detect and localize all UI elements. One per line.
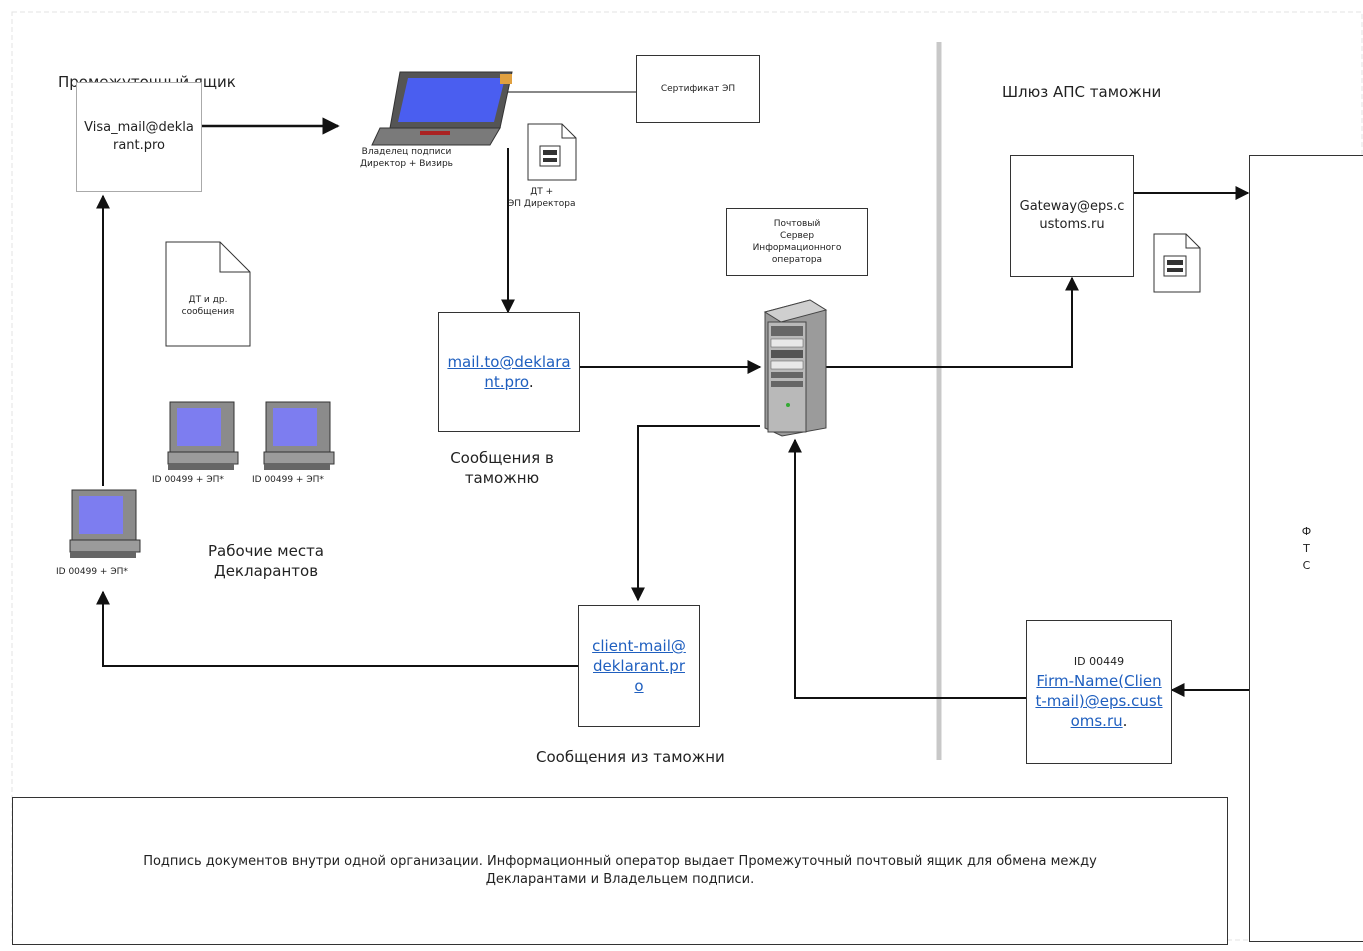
fts-box[interactable]: Ф Т С xyxy=(1249,155,1363,942)
certificate-text: Сертификат ЭП xyxy=(660,84,736,94)
visa-mail-text: Visa_mail@deklarant.pro xyxy=(84,120,194,153)
laptop-icon xyxy=(371,71,513,146)
gateway-box[interactable]: Gateway@eps.customs.ru xyxy=(1010,155,1134,277)
document-icon xyxy=(1153,233,1201,293)
arrow-server-to-gateway xyxy=(820,276,1079,368)
workstation-2-label: ID 00499 + ЭП* xyxy=(252,475,324,485)
workstation-3-label: ID 00499 + ЭП* xyxy=(56,567,128,577)
arrow-client-to-workstation xyxy=(96,590,578,667)
firm-id: ID 00449 xyxy=(1073,655,1125,668)
firm-link[interactable]: Firm-Name(Client-mail)@eps.customs.ru xyxy=(1035,672,1163,730)
footer-note-box: Подпись документов внутри одной организа… xyxy=(12,797,1228,945)
client-mail-link[interactable]: client-mail@deklarant.pro xyxy=(592,637,686,695)
mailto-link[interactable]: mail.to@deklarant.pro xyxy=(447,353,571,391)
firm-dot: . xyxy=(1122,712,1128,730)
messages-from-customs-label: Сообщения из таможни xyxy=(536,748,725,766)
mail-server-box[interactable]: Почтовый Сервер Информационного оператор… xyxy=(726,208,868,276)
desktop-computer-icon xyxy=(167,401,239,470)
mailto-box[interactable]: mail.to@deklarant.pro. xyxy=(438,312,580,432)
workplaces-label: Рабочие места Декларантов xyxy=(208,542,324,580)
certificate-box[interactable]: Сертификат ЭП xyxy=(636,55,760,123)
firm-text: Firm-Name(Client-mail)@eps.customs.ru. xyxy=(1034,671,1164,731)
server-icon xyxy=(763,299,828,437)
laptop-owner-label: Владелец подписи Директор + Визирь xyxy=(360,147,453,169)
footer-note-text: Подпись документов внутри одной организа… xyxy=(143,854,1097,887)
mailto-text: mail.to@deklarant.pro. xyxy=(446,352,572,392)
desktop-computer-icon xyxy=(69,489,141,558)
arrow-firm-to-server xyxy=(788,438,1026,699)
doc-dt-ep-label: ДТ + ЭП Директора xyxy=(508,187,576,209)
messages-to-customs-label: Сообщения в таможню xyxy=(450,449,554,487)
gateway-title: Шлюз АПС таможни xyxy=(1002,83,1162,101)
workstation-1-label: ID 00499 + ЭП* xyxy=(152,475,224,485)
fts-text: Ф Т С xyxy=(1301,525,1312,572)
gateway-text: Gateway@eps.customs.ru xyxy=(1019,199,1125,232)
mail-server-text: Почтовый Сервер Информационного оператор… xyxy=(752,219,842,265)
arrow-server-to-client xyxy=(631,425,760,602)
firm-box[interactable]: ID 00449 Firm-Name(Client-mail)@eps.cust… xyxy=(1026,620,1172,764)
doc-dt-other-label: ДТ и др. сообщения xyxy=(181,295,235,317)
document-icon xyxy=(527,123,577,181)
document-icon xyxy=(165,241,251,347)
desktop-computer-icon xyxy=(263,401,335,470)
mailto-dot: . xyxy=(528,373,534,391)
visa-mail-box[interactable]: Visa_mail@deklarant.pro xyxy=(76,82,202,192)
client-mail-box[interactable]: client-mail@deklarant.pro xyxy=(578,605,700,727)
